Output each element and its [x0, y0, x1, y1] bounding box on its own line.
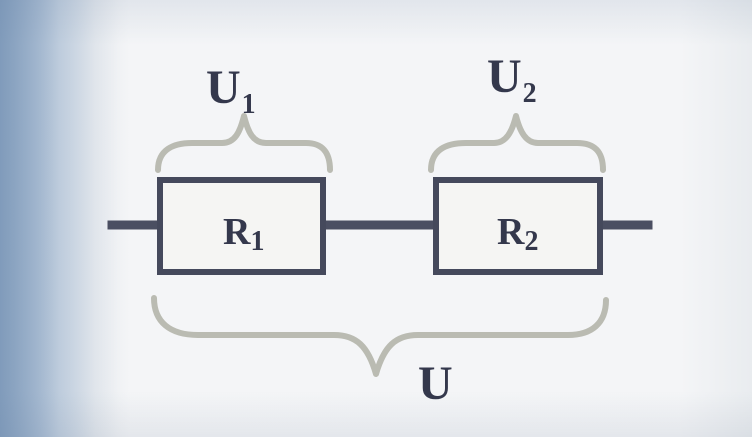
total-voltage-label: U — [418, 357, 453, 410]
u2-label: U2 — [487, 50, 537, 109]
r1-subscript: 1 — [250, 226, 264, 257]
r1-main-text: R — [223, 211, 251, 253]
u2-subscript: 2 — [523, 78, 537, 109]
u2-brace — [428, 113, 606, 173]
r2-label: R2 — [497, 211, 538, 257]
r1-label: R1 — [223, 211, 264, 257]
u1-subscript: 1 — [242, 89, 256, 120]
u1-brace — [155, 113, 333, 173]
r2-main-text: R — [497, 211, 525, 253]
u1-label: U1 — [206, 61, 256, 120]
total-voltage-brace — [151, 295, 609, 377]
u2-main-text: U — [487, 50, 522, 103]
u1-main-text: U — [206, 61, 241, 114]
resistor-r2 — [433, 177, 603, 275]
resistor-r1 — [157, 177, 326, 275]
r2-subscript: 2 — [524, 226, 538, 257]
